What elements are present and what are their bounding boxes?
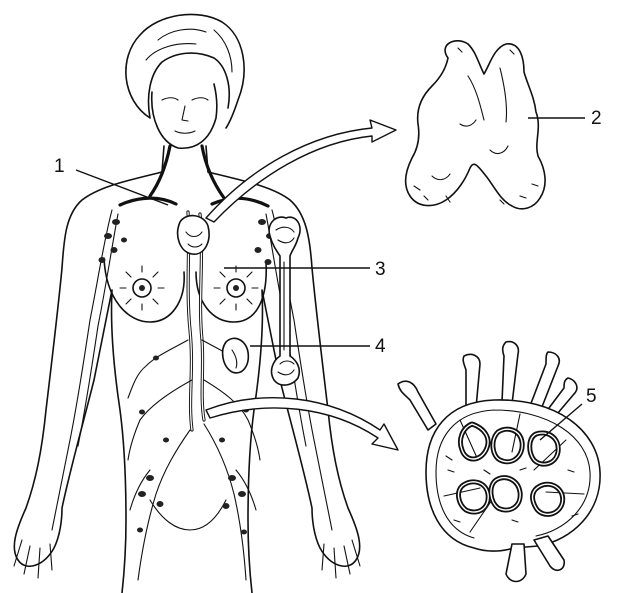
callout-5: 5 bbox=[586, 386, 597, 407]
thymus bbox=[178, 216, 209, 255]
thymus-detail bbox=[406, 41, 546, 209]
lymph-node-detail bbox=[398, 342, 600, 582]
callout-4: 4 bbox=[375, 336, 386, 357]
hair bbox=[126, 14, 244, 128]
callout-2: 2 bbox=[591, 108, 602, 129]
callout-1: 1 bbox=[54, 156, 65, 177]
left-nipple bbox=[120, 266, 164, 310]
callout-3: 3 bbox=[375, 259, 386, 280]
arrow-to-thymus-detail bbox=[206, 120, 396, 222]
face bbox=[152, 84, 217, 148]
bone bbox=[269, 217, 300, 385]
right-breast bbox=[196, 262, 266, 322]
right-nipple bbox=[214, 266, 258, 310]
